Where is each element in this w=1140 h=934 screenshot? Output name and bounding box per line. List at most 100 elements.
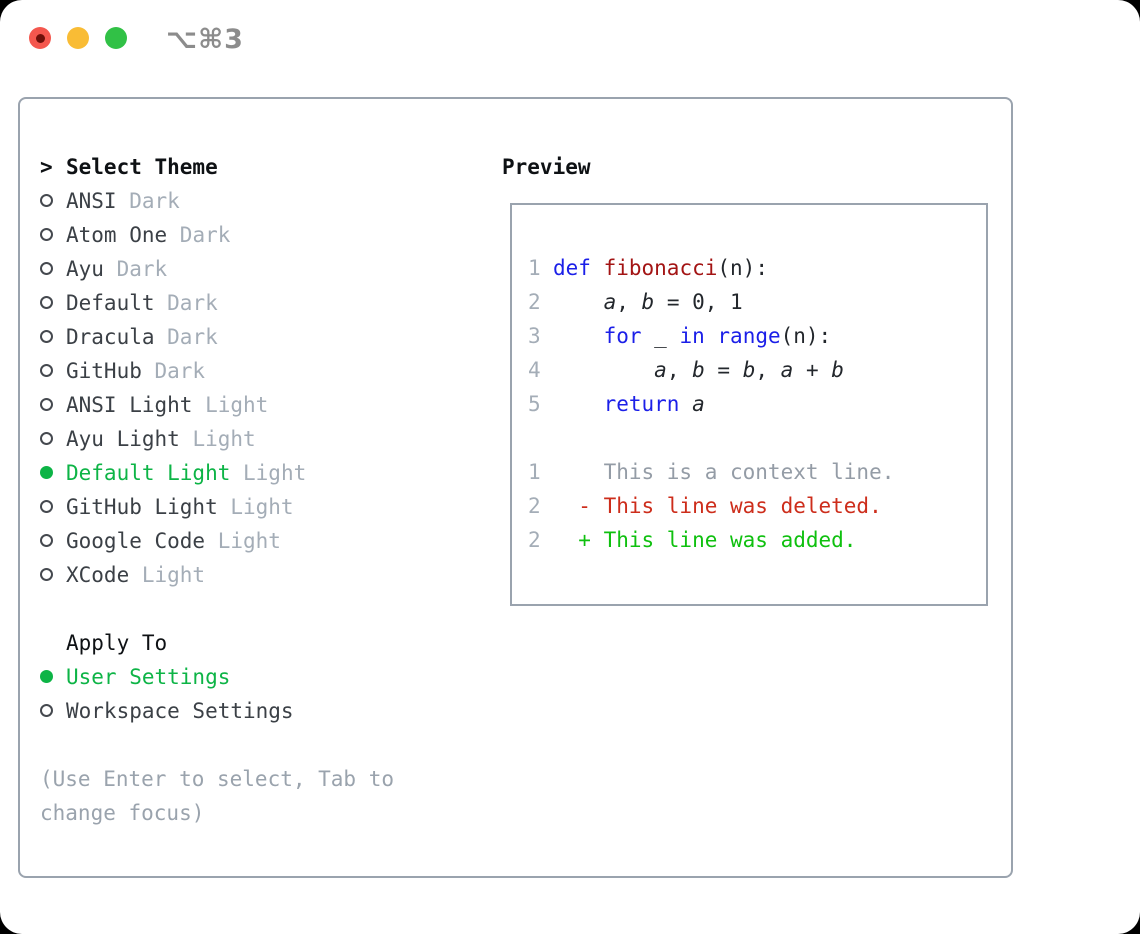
theme-option-label: XCode: [66, 563, 130, 587]
radio-selected-icon: [40, 669, 53, 683]
diff-deleted-line: 2 - This line was deleted.: [528, 489, 986, 523]
preview-heading: Preview: [502, 155, 591, 179]
radio-unselected-icon: [40, 499, 53, 513]
theme-variant-label: Dark: [141, 359, 206, 383]
apply-option-label: Workspace Settings: [66, 699, 294, 723]
code-segment: = 0, 1: [654, 290, 743, 314]
window-shortcut-label: ⌥⌘3: [166, 24, 244, 55]
code-line: 5 return a: [528, 387, 986, 421]
theme-option-label: ANSI: [66, 189, 117, 213]
code-segment: [553, 324, 604, 348]
code-segment: fibonacci: [603, 256, 718, 280]
code-line: 4 a, b = b, a + b: [528, 353, 986, 387]
line-number: 2: [528, 528, 541, 552]
theme-variant-label: Light: [230, 461, 307, 485]
theme-option-dracula[interactable]: Dracula Dark: [40, 320, 490, 354]
code-segment: [591, 256, 604, 280]
theme-variant-label: Dark: [116, 189, 180, 213]
theme-option-label: Default: [66, 291, 155, 315]
apply-to-title: Apply To: [66, 631, 168, 655]
code-segment: in: [679, 324, 705, 348]
code-segment: [553, 358, 654, 382]
code-segment: range: [717, 324, 781, 348]
hint-line-2: change focus): [40, 801, 205, 825]
theme-option-atom-one[interactable]: Atom One Dark: [40, 218, 490, 252]
line-number: 1: [528, 256, 541, 280]
radio-mark: [40, 354, 66, 388]
select-theme-heading: >Select Theme: [40, 150, 490, 184]
theme-option-label: Dracula: [66, 325, 155, 349]
theme-option-github[interactable]: GitHub Dark: [40, 354, 490, 388]
radio-mark: [40, 456, 66, 490]
radio-unselected-icon: [40, 533, 53, 547]
radio-mark: [40, 388, 66, 422]
theme-variant-label: Light: [205, 529, 281, 553]
code-segment: def: [553, 256, 591, 280]
radio-unselected-icon: [40, 363, 53, 377]
theme-option-google-code[interactable]: Google Code Light: [40, 524, 490, 558]
diff-context-line: 1 This is a context line.: [528, 455, 986, 489]
radio-mark: [40, 422, 66, 456]
zoom-button[interactable]: [105, 27, 127, 49]
theme-variant-label: Dark: [154, 291, 218, 315]
code-segment: + This line was added.: [553, 528, 857, 552]
theme-option-ayu-light[interactable]: Ayu Light Light: [40, 422, 490, 456]
radio-mark: [40, 558, 66, 592]
theme-variant-label: Dark: [167, 223, 231, 247]
theme-option-xcode[interactable]: XCode Light: [40, 558, 490, 592]
radio-unselected-icon: [40, 567, 53, 581]
apply-option-label: User Settings: [66, 665, 231, 689]
theme-option-label: Ayu Light: [66, 427, 180, 451]
code-segment: return: [603, 392, 680, 416]
code-segment: [553, 392, 604, 416]
code-segment: ,: [666, 358, 693, 382]
code-segment: [553, 290, 604, 314]
code-line: 2 a, b = 0, 1: [528, 285, 986, 319]
line-number: 4: [528, 358, 541, 382]
radio-mark: [40, 490, 66, 524]
theme-option-github-light[interactable]: GitHub Light Light: [40, 490, 490, 524]
code-line: 3 for _ in range(n):: [528, 319, 986, 353]
close-button[interactable]: [29, 27, 51, 49]
radio-unselected-icon: [40, 295, 53, 309]
apply-option-user-settings[interactable]: User Settings: [40, 660, 490, 694]
code-segment: This is a context line.: [553, 460, 895, 484]
theme-option-ansi[interactable]: ANSI Dark: [40, 184, 490, 218]
radio-mark: [40, 252, 66, 286]
code-segment: b: [692, 358, 705, 382]
code-segment: - This line was deleted.: [553, 494, 882, 518]
line-number: 2: [528, 290, 541, 314]
radio-unselected-icon: [40, 703, 53, 717]
code-segment: a: [780, 358, 794, 382]
apply-option-workspace-settings[interactable]: Workspace Settings: [40, 694, 490, 728]
theme-option-default[interactable]: Default Dark: [40, 286, 490, 320]
theme-option-default-light[interactable]: Default Light Light: [40, 456, 490, 490]
code-segment: b: [831, 358, 844, 382]
radio-unselected-icon: [40, 397, 53, 411]
spacer: [40, 592, 490, 626]
code-segment: [705, 324, 718, 348]
code-segment: a: [692, 392, 705, 416]
theme-option-label: Google Code: [66, 529, 206, 553]
radio-selected-icon: [40, 465, 53, 479]
spacer: [40, 728, 490, 762]
apply-to-heading: Apply To: [40, 626, 490, 660]
line-number: 2: [528, 494, 541, 518]
code-segment: +: [793, 358, 832, 382]
theme-option-ayu[interactable]: Ayu Dark: [40, 252, 490, 286]
radio-mark: [40, 660, 66, 694]
minimize-button[interactable]: [67, 27, 89, 49]
blank-line: [528, 421, 986, 455]
radio-unselected-icon: [40, 193, 53, 207]
theme-option-label: Atom One: [66, 223, 168, 247]
code-segment: a: [603, 290, 617, 314]
theme-option-ansi-light[interactable]: ANSI Light Light: [40, 388, 490, 422]
radio-mark: [40, 524, 66, 558]
